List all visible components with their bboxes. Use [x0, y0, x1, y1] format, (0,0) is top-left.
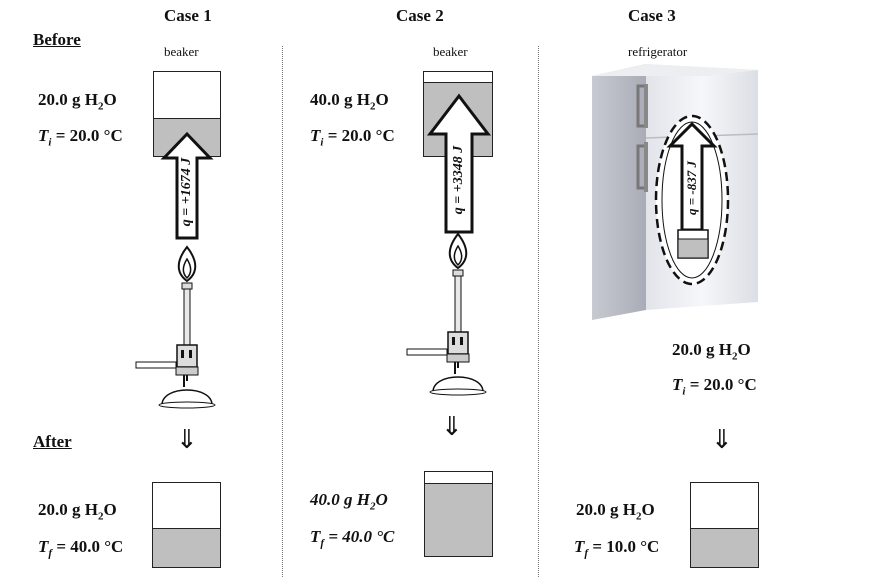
case1-heat-label: q = +1674 J: [179, 157, 194, 227]
before-label: Before: [33, 30, 81, 49]
case1-after-beaker: [152, 482, 221, 568]
case1-down-arrow: ⇓: [176, 425, 198, 455]
case2-before-temp: Ti = 20.0 °C: [310, 126, 395, 149]
case2-after-temp: Tf = 40.0 °C: [310, 527, 395, 550]
case3-after-beaker: [690, 482, 759, 568]
case1-heat-arrow: [160, 131, 214, 240]
case2-bunsen-burner-icon: [406, 232, 487, 396]
case1-before-temp: Ti = 20.0 °C: [38, 126, 123, 149]
case3-cooling-region: [654, 114, 730, 286]
after-label: After: [33, 432, 72, 451]
case3-title: Case 3: [628, 6, 676, 25]
case2-before-mass: 40.0 g H2O: [310, 90, 389, 113]
case2-container-label: beaker: [433, 44, 468, 59]
case3-container-label: refrigerator: [628, 44, 688, 59]
case2-title: Case 2: [396, 6, 444, 25]
case1-container-label: beaker: [164, 44, 199, 59]
case3-heat-label: q = -837 J: [684, 161, 699, 215]
case3-before-temp: Ti = 20.0 °C: [672, 375, 757, 398]
case3-down-arrow: ⇓: [711, 425, 733, 455]
case2-after-water: [425, 483, 492, 556]
case1-bunsen-burner-icon: [135, 245, 216, 409]
case3-after-temp: Tf = 10.0 °C: [574, 537, 660, 560]
case3-after-water: [691, 528, 758, 567]
case2-heat-arrow: [426, 93, 492, 234]
case1-after-water: [153, 528, 220, 567]
case3-before-mass: 20.0 g H2O: [672, 340, 751, 363]
case2-after-beaker: [424, 471, 493, 557]
case1-title: Case 1: [164, 6, 212, 25]
case1-before-mass: 20.0 g H2O: [38, 90, 117, 113]
case2-after-mass: 40.0 g H2O: [310, 490, 388, 513]
case3-after-mass: 20.0 g H2O: [576, 500, 655, 523]
divider-2-3: [538, 46, 539, 577]
divider-1-2: [282, 46, 283, 577]
case2-heat-label: q = +3348 J: [451, 145, 466, 215]
case1-after-temp: Tf = 40.0 °C: [38, 537, 124, 560]
case1-after-mass: 20.0 g H2O: [38, 500, 117, 523]
case2-down-arrow: ⇓: [441, 412, 463, 442]
